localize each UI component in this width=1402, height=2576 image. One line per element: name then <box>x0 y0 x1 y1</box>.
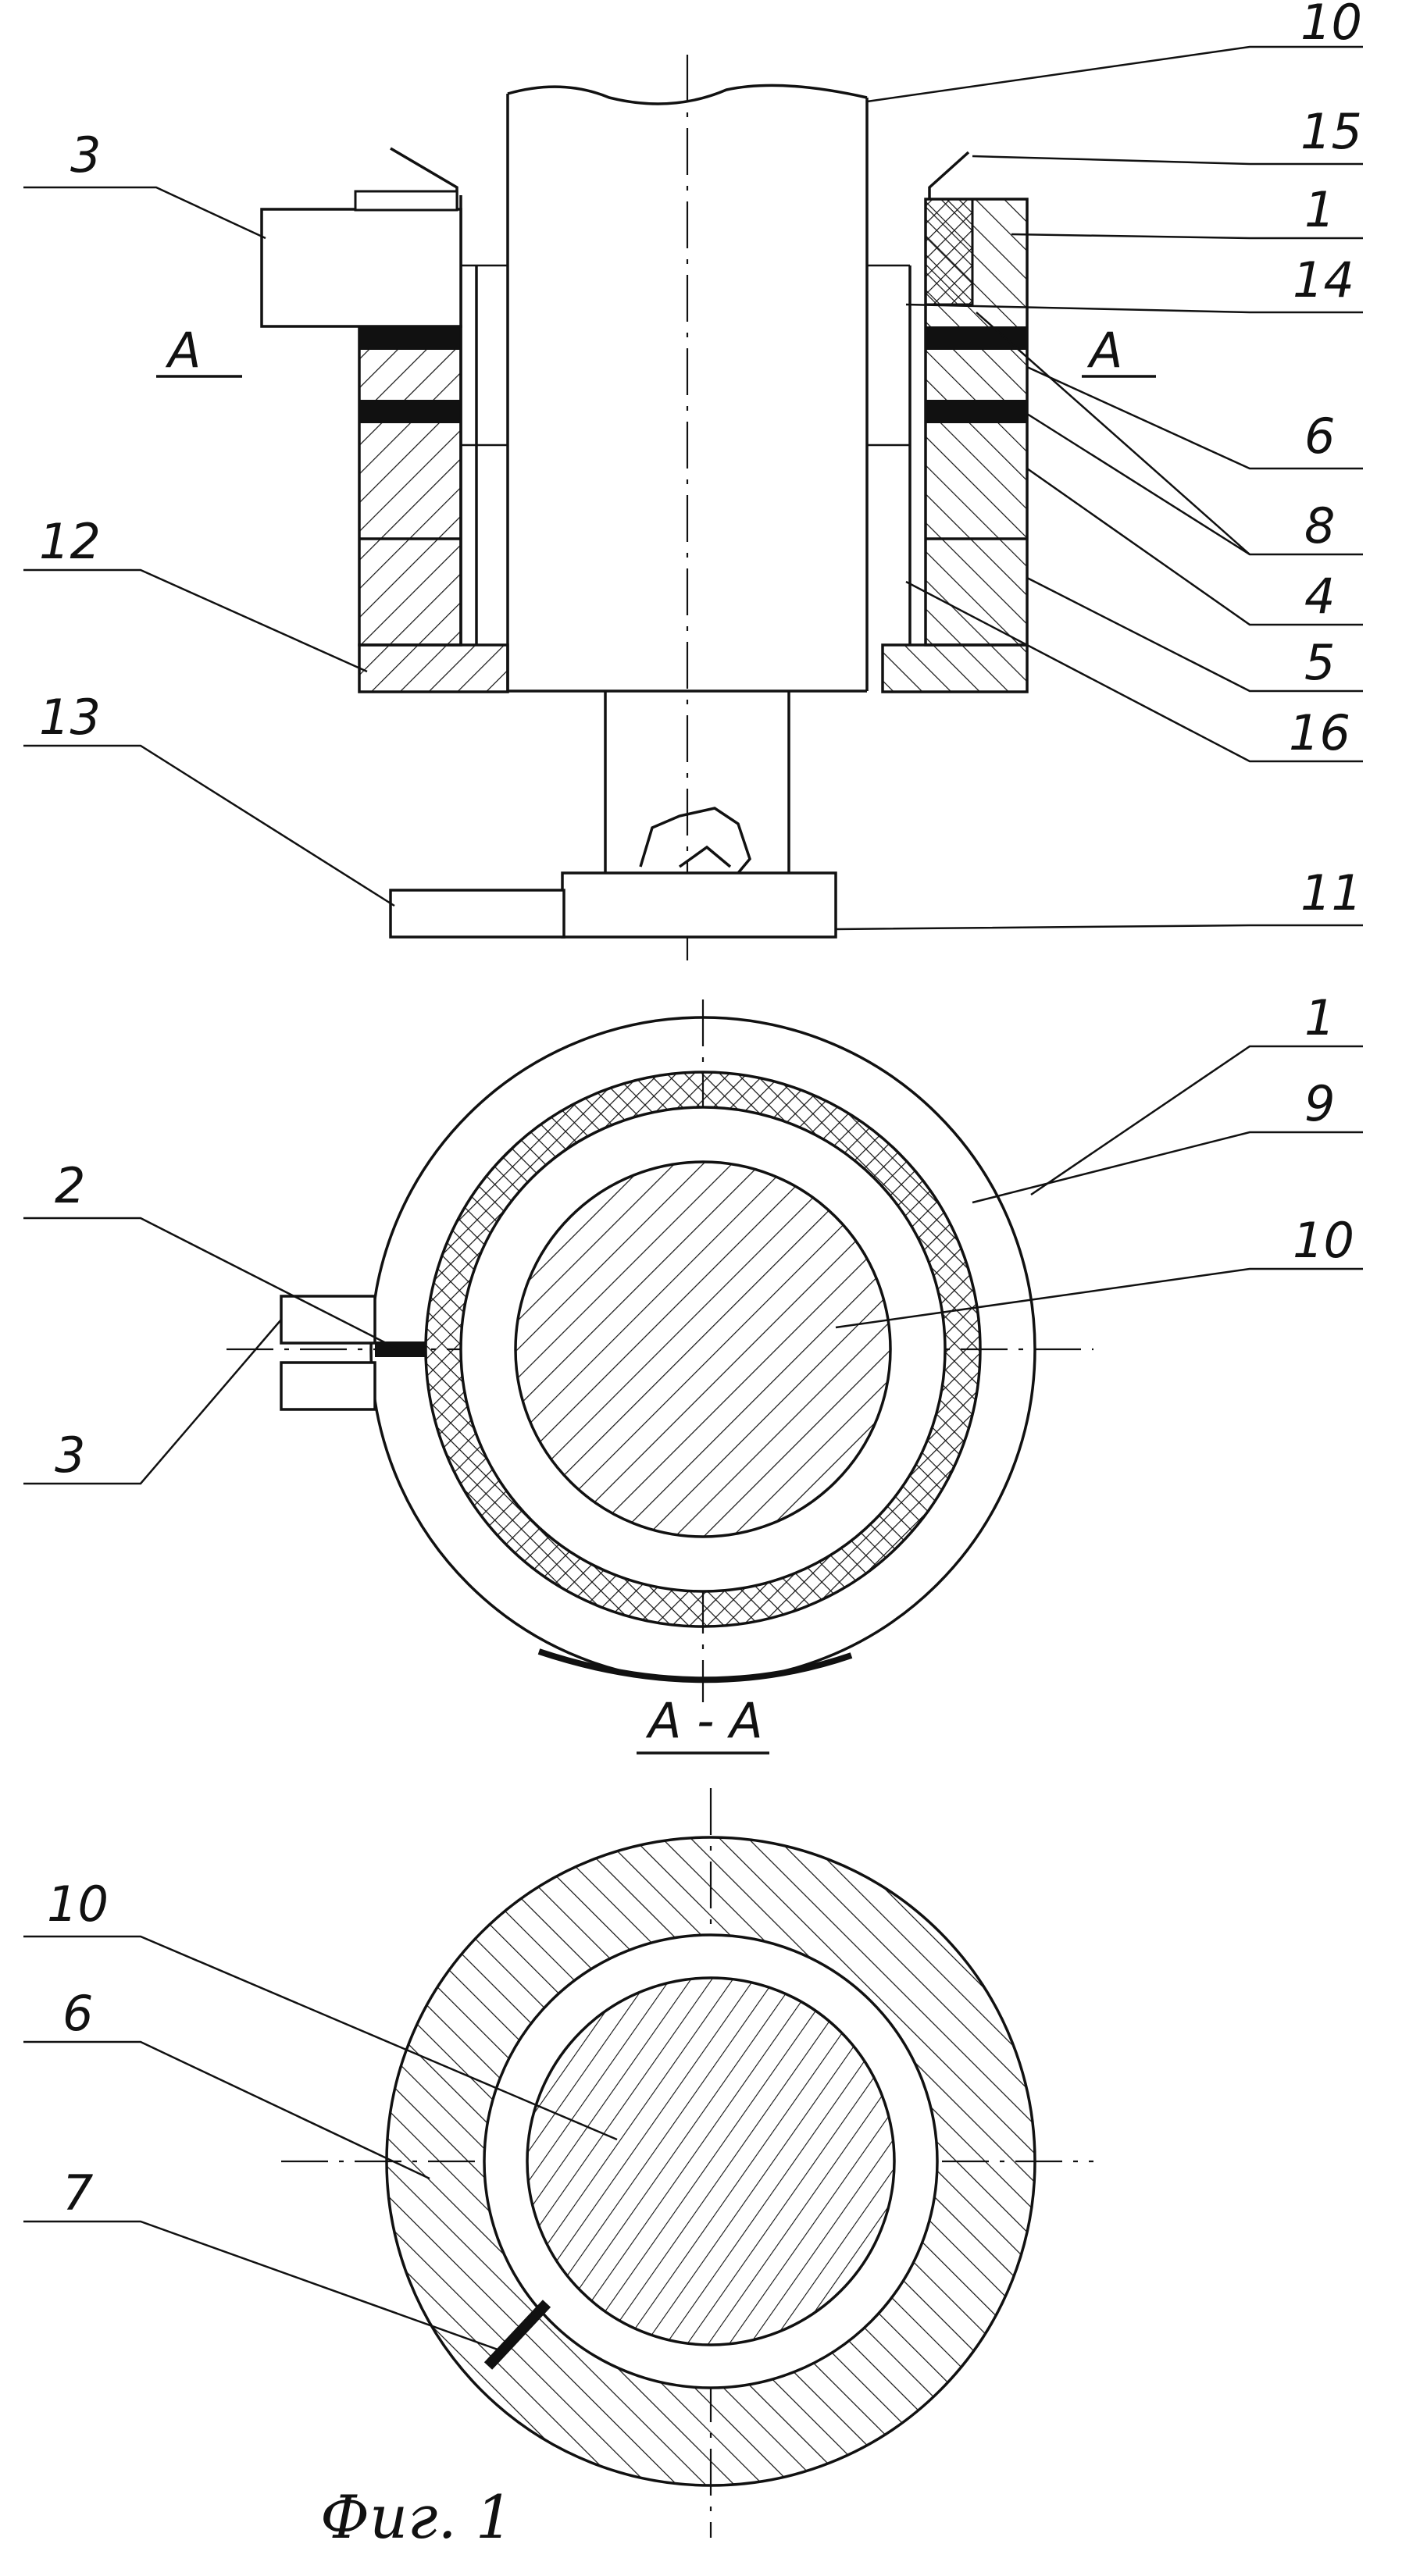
label-13: 13 <box>39 689 101 746</box>
label-9: 9 <box>1304 1075 1335 1132</box>
label-10-plan: 10 <box>1293 1212 1354 1269</box>
leader-lines-top <box>23 47 1363 929</box>
label-14: 14 <box>1293 251 1354 308</box>
section-title: А - А <box>645 1692 763 1749</box>
labels-top: 3 10 15 1 14 6 8 4 5 16 12 13 11 <box>39 0 1362 921</box>
elevation-view: А А <box>156 55 1156 960</box>
label-15: 15 <box>1300 103 1362 160</box>
label-12: 12 <box>39 513 101 570</box>
section-mark-left: А <box>165 322 201 379</box>
label-5: 5 <box>1304 634 1335 691</box>
label-1-top: 1 <box>1304 181 1335 238</box>
label-7: 7 <box>62 2164 93 2221</box>
label-6-section: 6 <box>62 1985 93 2042</box>
label-10-section: 10 <box>47 1876 109 1933</box>
label-4: 4 <box>1304 568 1335 625</box>
label-8: 8 <box>1304 497 1335 554</box>
label-6-top: 6 <box>1304 408 1335 465</box>
label-3-top: 3 <box>70 126 101 183</box>
label-2: 2 <box>55 1157 85 1214</box>
labels-bottom: 10 6 7 <box>47 1876 109 2221</box>
label-3-plan: 3 <box>55 1427 85 1484</box>
plan-view: А - А <box>227 999 1093 1753</box>
label-11: 11 <box>1300 864 1362 921</box>
figure-caption: Фиг. 1 <box>320 2482 513 2552</box>
section-mark-right: А <box>1086 322 1122 379</box>
label-10-top: 10 <box>1300 0 1362 51</box>
label-1-plan: 1 <box>1304 989 1335 1046</box>
label-16: 16 <box>1289 704 1350 761</box>
section-view <box>281 1788 1093 2538</box>
